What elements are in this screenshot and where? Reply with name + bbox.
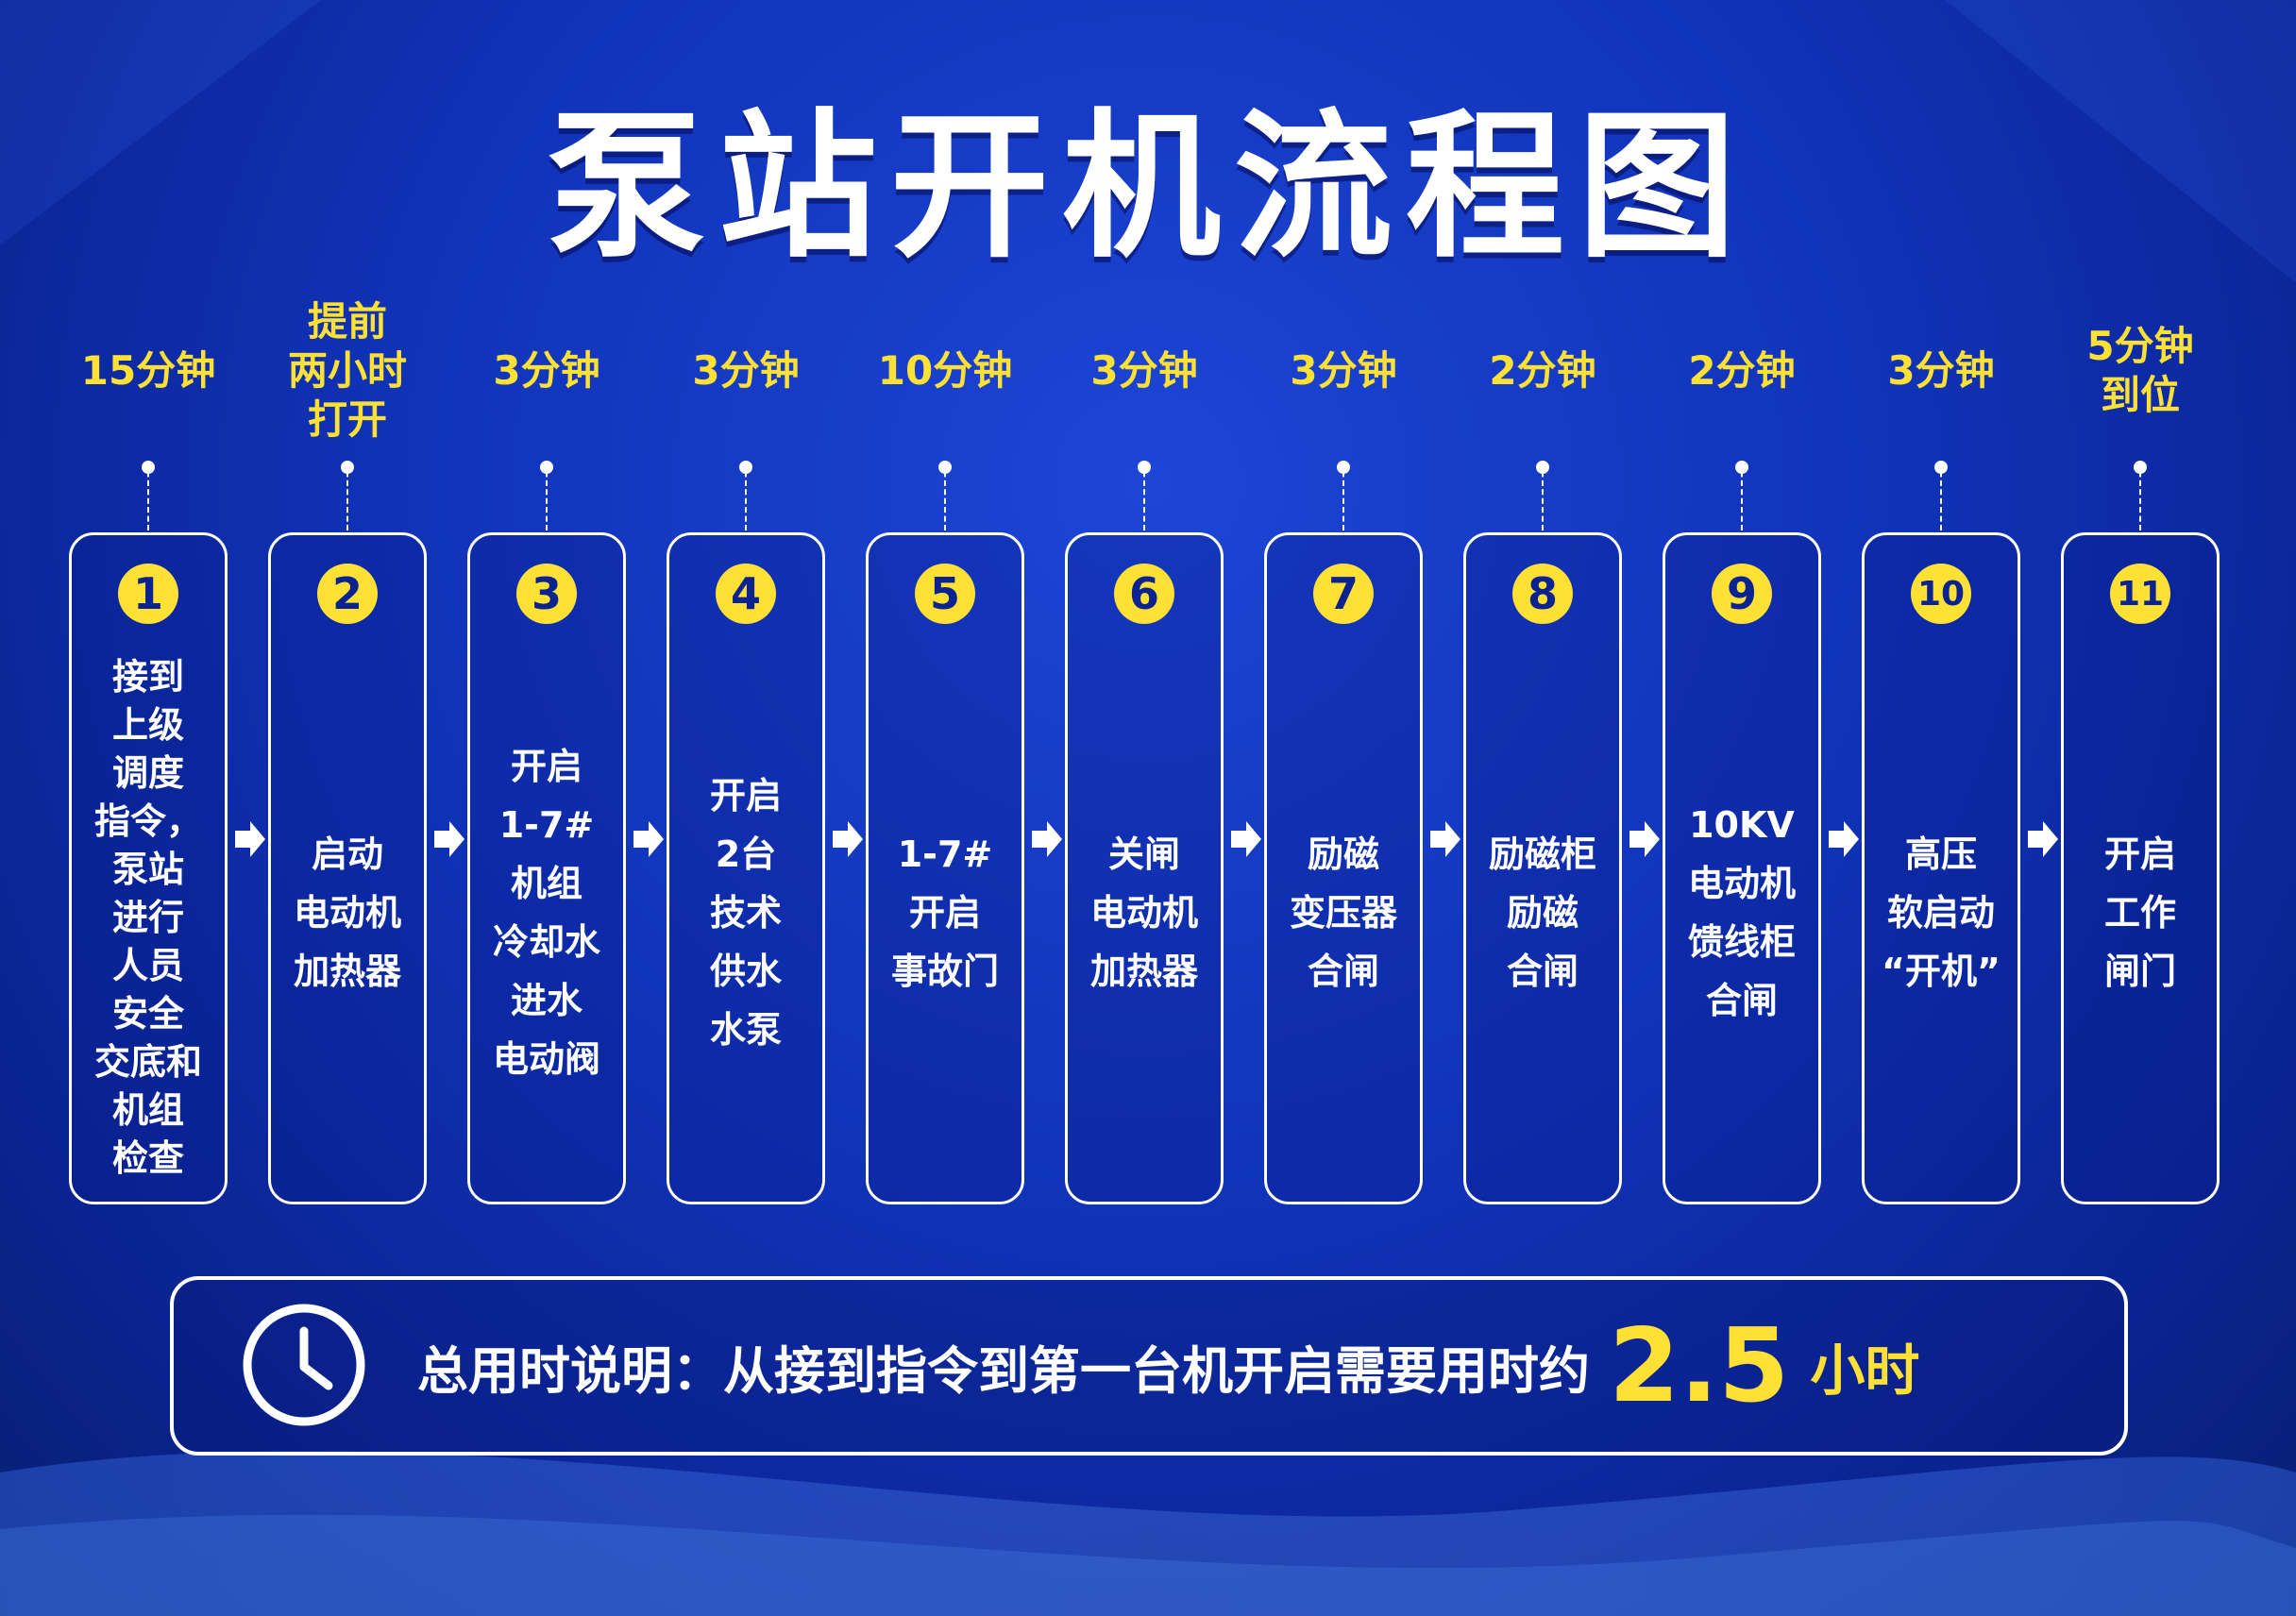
summary-text: 总用时说明：从接到指令到第一台机开启需要用时约 2.5 小时 xyxy=(417,1280,1919,1452)
summary-value: 2.5 xyxy=(1609,1306,1790,1425)
step-duration: 15分钟 xyxy=(80,346,216,394)
step-label: 开启 工作 闸门 xyxy=(2103,833,2176,992)
step-duration: 2分钟 xyxy=(1489,346,1596,394)
step-number-badge: 2 xyxy=(317,564,378,624)
step-number-badge: 6 xyxy=(1114,564,1174,624)
step-box: 5 1-7# 开启 事故门 xyxy=(866,532,1024,1204)
step-number-badge: 4 xyxy=(716,564,776,624)
step-duration: 2分钟 xyxy=(1688,346,1796,394)
connector-line xyxy=(546,463,548,530)
step-3: 3分钟 3 开启 1-7# 机组 冷却水 进水 电动阀 xyxy=(467,293,626,1208)
step-duration: 3分钟 xyxy=(1090,346,1198,394)
connector-line xyxy=(1542,463,1544,530)
step-label: 启动 电动机 加热器 xyxy=(293,833,401,992)
step-label: 励磁 变压器 合闸 xyxy=(1289,833,1397,992)
step-6: 3分钟 6 关闸 电动机 加热器 xyxy=(1065,293,1224,1208)
step-box: 8 励磁柜 励磁 合闸 xyxy=(1463,532,1622,1204)
step-box: 6 关闸 电动机 加热器 xyxy=(1065,532,1224,1204)
step-duration: 3分钟 xyxy=(493,346,600,394)
step-box: 3 开启 1-7# 机组 冷却水 进水 电动阀 xyxy=(467,532,626,1204)
step-number-badge: 1 xyxy=(118,564,178,624)
step-label: 10KV 电动机 馈线柜 合闸 xyxy=(1687,804,1796,1021)
arrow-right-icon xyxy=(1629,821,1660,857)
step-number-badge: 5 xyxy=(915,564,975,624)
step-8: 2分钟 8 励磁柜 励磁 合闸 xyxy=(1463,293,1622,1208)
step-box: 7 励磁 变压器 合闸 xyxy=(1264,532,1423,1204)
step-label: 接到 上级 调度 指令， 泵站 进行 人员 安全 交底和 机组 检查 xyxy=(93,655,202,1179)
step-5: 10分钟 5 1-7# 开启 事故门 xyxy=(866,293,1024,1208)
step-4: 3分钟 4 开启 2台 技术 供水 水泵 xyxy=(667,293,825,1208)
arrow-right-icon xyxy=(833,821,863,857)
step-9: 2分钟 9 10KV 电动机 馈线柜 合闸 xyxy=(1663,293,1821,1208)
arrow-right-icon xyxy=(2028,821,2058,857)
step-duration: 10分钟 xyxy=(877,346,1013,394)
page-title: 泵站开机流程图 xyxy=(547,94,1749,279)
step-number-badge: 8 xyxy=(1512,564,1573,624)
arrow-right-icon xyxy=(235,821,265,857)
step-number-badge: 11 xyxy=(2110,564,2170,624)
step-11: 5分钟 到位 11 开启 工作 闸门 xyxy=(2061,293,2220,1208)
arrow-right-icon xyxy=(434,821,464,857)
arrow-right-icon xyxy=(1829,821,1859,857)
connector-line xyxy=(2139,463,2141,530)
summary-unit: 小时 xyxy=(1810,1338,1920,1403)
step-10: 3分钟 10 高压 软启动 “开机” xyxy=(1862,293,2020,1208)
summary-box: 总用时说明：从接到指令到第一台机开启需要用时约 2.5 小时 xyxy=(170,1276,2128,1456)
summary-prefix: 总用时说明：从接到指令到第一台机开启需要用时约 xyxy=(417,1340,1590,1401)
step-duration: 5分钟 到位 xyxy=(2086,322,2194,418)
step-box: 10 高压 软启动 “开机” xyxy=(1862,532,2020,1204)
arrow-right-icon xyxy=(1032,821,1062,857)
step-duration: 提前 两小时 打开 xyxy=(287,297,407,443)
arrow-right-icon xyxy=(633,821,664,857)
step-label: 高压 软启动 “开机” xyxy=(1882,833,2001,992)
connector-line xyxy=(1741,463,1743,530)
step-duration: 3分钟 xyxy=(1290,346,1397,394)
step-number-badge: 7 xyxy=(1313,564,1374,624)
step-7: 3分钟 7 励磁 变压器 合闸 xyxy=(1264,293,1423,1208)
connector-line xyxy=(147,463,149,530)
step-number-badge: 10 xyxy=(1911,564,1971,624)
connector-line xyxy=(1143,463,1145,530)
step-duration: 3分钟 xyxy=(1887,346,1995,394)
step-1: 15分钟 1 接到 上级 调度 指令， 泵站 进行 人员 安全 交底和 机组 检查 xyxy=(69,293,228,1208)
connector-line xyxy=(944,463,946,530)
step-label: 1-7# 开启 事故门 xyxy=(890,833,999,992)
step-box: 2 启动 电动机 加热器 xyxy=(268,532,427,1204)
step-label: 开启 2台 技术 供水 水泵 xyxy=(709,775,782,1051)
step-box: 4 开启 2台 技术 供水 水泵 xyxy=(667,532,825,1204)
connector-line xyxy=(1940,463,1942,530)
connector-line xyxy=(1342,463,1344,530)
step-label: 开启 1-7# 机组 冷却水 进水 电动阀 xyxy=(492,746,600,1080)
clock-icon xyxy=(243,1304,365,1426)
step-box: 11 开启 工作 闸门 xyxy=(2061,532,2220,1204)
step-box: 1 接到 上级 调度 指令， 泵站 进行 人员 安全 交底和 机组 检查 xyxy=(69,532,228,1204)
arrow-right-icon xyxy=(1231,821,1261,857)
step-number-badge: 9 xyxy=(1712,564,1772,624)
step-box: 9 10KV 电动机 馈线柜 合闸 xyxy=(1663,532,1821,1204)
step-label: 关闸 电动机 加热器 xyxy=(1089,833,1198,992)
connector-line xyxy=(745,463,747,530)
connector-line xyxy=(346,463,348,530)
step-2: 提前 两小时 打开 2 启动 电动机 加热器 xyxy=(268,293,427,1208)
step-duration: 3分钟 xyxy=(692,346,800,394)
step-label: 励磁柜 励磁 合闸 xyxy=(1488,833,1596,992)
arrow-right-icon xyxy=(1430,821,1460,857)
step-number-badge: 3 xyxy=(516,564,577,624)
